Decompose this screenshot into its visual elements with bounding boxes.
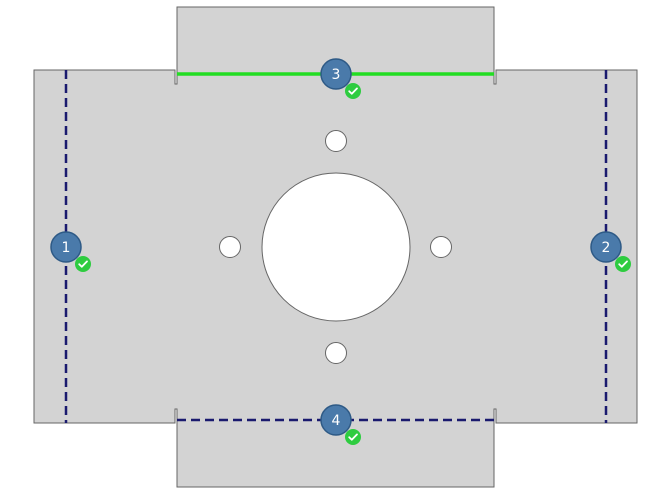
bend-marker-3[interactable]: 3 xyxy=(320,58,361,99)
check-icon xyxy=(75,256,91,272)
bend-marker-number: 4 xyxy=(332,413,341,429)
mounting-hole-left xyxy=(219,236,241,258)
mounting-hole-top xyxy=(325,130,347,152)
check-icon xyxy=(345,429,361,445)
bend-marker-number: 2 xyxy=(602,240,611,256)
bend-marker-2[interactable]: 2 xyxy=(590,231,631,272)
mounting-hole-bottom xyxy=(325,342,347,364)
bend-marker-1[interactable]: 1 xyxy=(50,231,91,272)
bend-marker-circle xyxy=(320,58,352,90)
bend-marker-4[interactable]: 4 xyxy=(320,404,361,445)
check-icon xyxy=(615,256,631,272)
mounting-hole-right xyxy=(430,236,452,258)
check-icon xyxy=(345,83,361,99)
bend-marker-circle xyxy=(320,404,352,436)
center-hole xyxy=(261,172,411,322)
bend-marker-number: 3 xyxy=(332,67,341,83)
bend-marker-circle xyxy=(50,231,82,263)
bend-marker-circle xyxy=(590,231,622,263)
bend-marker-number: 1 xyxy=(62,240,71,256)
